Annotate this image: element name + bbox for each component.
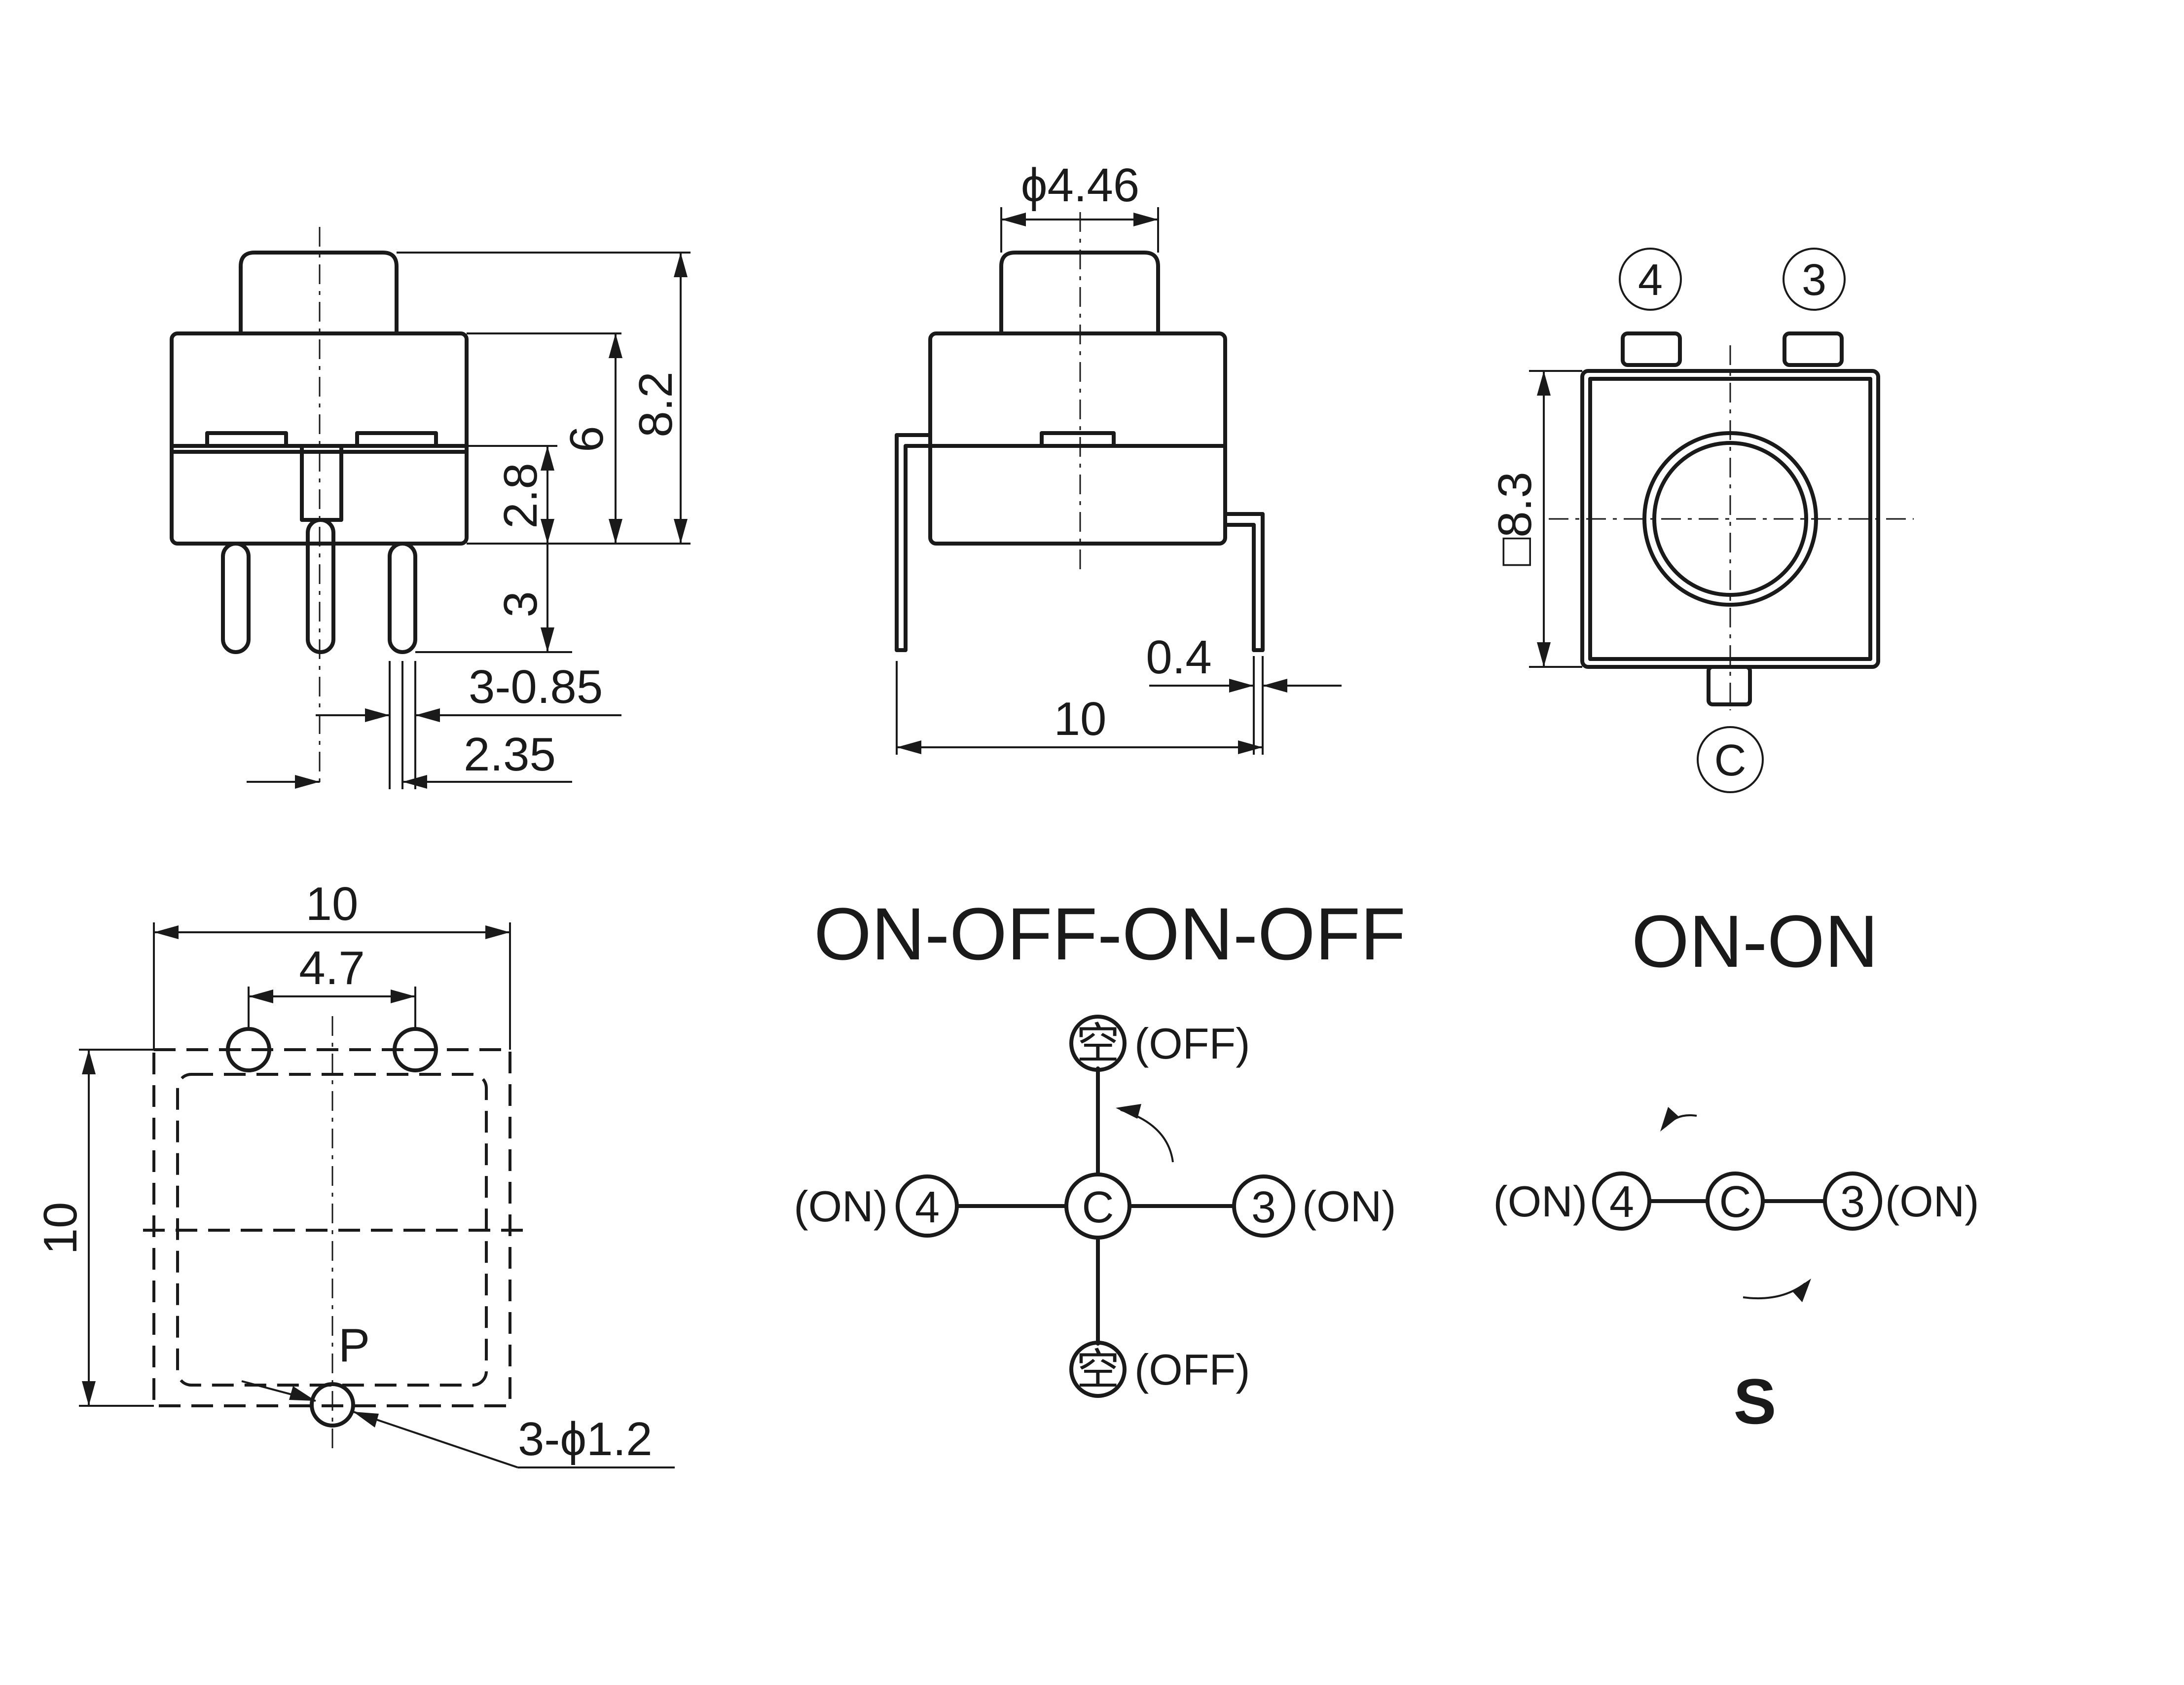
front-actuator: [239, 251, 399, 335]
schematic-left-common: [1064, 1172, 1131, 1240]
schematic-right-title: ON-ON: [1632, 900, 1878, 983]
schematic-left-rotation-arrow: [1120, 1109, 1174, 1163]
front-dim-lower-body: 2.8: [494, 463, 547, 528]
footprint-dim-width: 10: [306, 878, 359, 930]
front-pin-right: [388, 542, 417, 654]
schematic-on-off-on-off: ON-OFF-ON-OFF C 4 (ON) 3 (ON) 空 (OFF) 空 …: [794, 892, 1406, 1398]
top-terminal-tab-3: [1783, 331, 1844, 367]
top-terminal-4-label: 4: [1638, 256, 1663, 305]
front-dim-total-height: 8.2: [629, 371, 682, 437]
front-dim-pin-diameter: 3-0.85: [469, 660, 603, 713]
top-terminal-4-circle: [1619, 248, 1682, 311]
schematic-left-off-bottom-symbol: 空: [1076, 1345, 1120, 1394]
footprint-pin-label: P: [338, 1319, 370, 1372]
footprint-hole-p: [310, 1382, 355, 1428]
schematic-right-terminal-4: [1592, 1172, 1651, 1231]
top-terminal-c-circle: [1697, 726, 1764, 793]
side-view: ϕ4.46 0.4 10: [895, 159, 1342, 755]
front-dim-pin-pitch: 2.35: [464, 728, 556, 781]
top-terminal-3-circle: [1783, 248, 1846, 311]
front-pin-left: [221, 542, 251, 654]
schematic-left-terminal-4-label: 4: [915, 1183, 940, 1232]
schematic-left-common-label: C: [1082, 1183, 1114, 1232]
schematic-left-state-4: (ON): [794, 1182, 888, 1231]
top-dim-square: □8.3: [1489, 472, 1541, 566]
footprint-dim-holes: 3-ϕ1.2: [518, 1413, 653, 1465]
top-terminal-3-label: 3: [1802, 256, 1826, 305]
schematic-left-off-top-state: (OFF): [1134, 1019, 1250, 1068]
side-dim-width: 10: [1054, 693, 1107, 745]
schematic-left-off-top: [1069, 1015, 1127, 1072]
side-pin-left: [895, 433, 932, 652]
schematic-right-terminal-4-label: 4: [1609, 1177, 1634, 1227]
schematic-right-model-label: S: [1734, 1365, 1777, 1437]
side-body: [928, 331, 1227, 546]
top-terminal-c-label: C: [1714, 736, 1747, 785]
front-view: 8.2 6 2.8 3 3-0.85 2.35: [170, 227, 691, 789]
front-dim-pin-length: 3: [494, 591, 547, 617]
front-dim-body-height: 6: [560, 426, 613, 452]
schematic-left-title: ON-OFF-ON-OFF: [814, 892, 1406, 975]
schematic-left-off-bottom: [1069, 1341, 1127, 1398]
footprint-dim-height: 10: [34, 1202, 87, 1255]
top-terminal-tab-c: [1707, 665, 1752, 706]
schematic-right-common: [1706, 1172, 1765, 1231]
footprint-view: P 10 4.7 10 3-ϕ1.2: [34, 878, 675, 1468]
side-pin-right: [1223, 512, 1265, 652]
schematic-right-terminal-3: [1823, 1172, 1882, 1231]
schematic-left-off-top-symbol: 空: [1076, 1019, 1120, 1068]
top-view: 4 3 C □8.3: [1489, 248, 1914, 793]
schematic-right-state-3: (ON): [1885, 1177, 1979, 1226]
top-terminal-tab-4: [1621, 331, 1682, 367]
schematic-left-off-bottom-state: (OFF): [1134, 1345, 1250, 1394]
schematic-right-common-label: C: [1719, 1177, 1751, 1227]
schematic-left-terminal-4: [896, 1174, 959, 1238]
schematic-on-on: ON-ON C 4 (ON) 3 (ON) S: [1493, 900, 1979, 1437]
footprint-dim-hole-spacing: 4.7: [299, 942, 364, 994]
schematic-left-terminal-3: [1232, 1174, 1295, 1238]
side-dim-pin-thickness: 0.4: [1146, 631, 1211, 684]
side-dim-actuator-diameter: ϕ4.46: [1021, 159, 1140, 212]
schematic-left-state-3: (ON): [1302, 1182, 1396, 1231]
front-pin-middle: [306, 518, 335, 654]
front-body: [170, 331, 469, 546]
schematic-left-terminal-3-label: 3: [1251, 1183, 1276, 1232]
schematic-right-terminal-3-label: 3: [1840, 1177, 1865, 1227]
schematic-right-state-4: (ON): [1493, 1177, 1587, 1226]
